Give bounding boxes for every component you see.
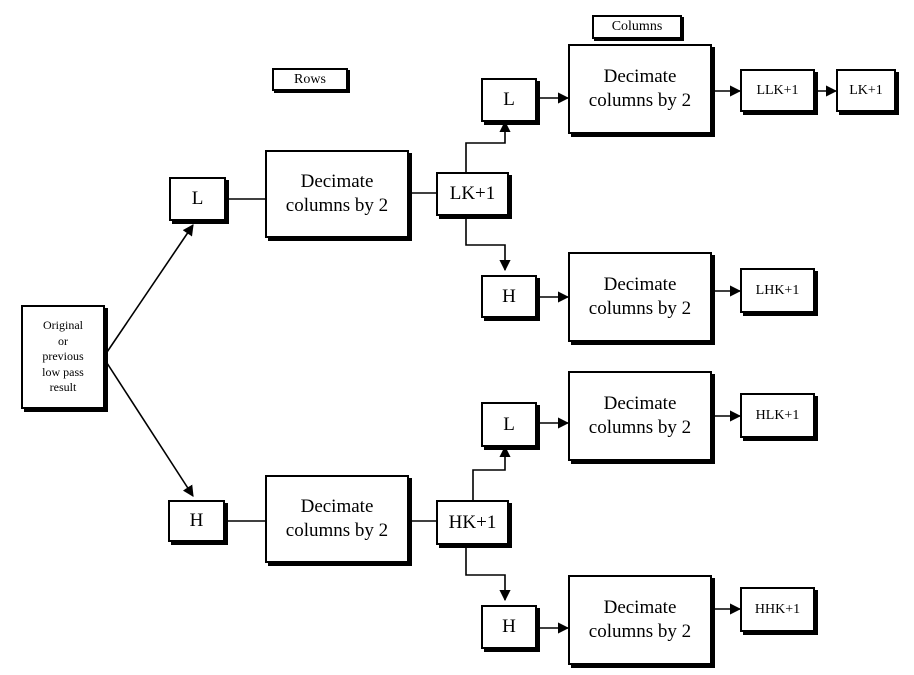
- high-pass-filter-h: H: [168, 500, 225, 542]
- arrow-hk1-to-l: [472, 445, 511, 500]
- input-label-line-2: or: [58, 333, 68, 348]
- input-label-line-5: result: [49, 380, 77, 395]
- next-level-lk1-box: LK+1: [836, 69, 896, 112]
- lk1-output-box: LK+1: [436, 172, 509, 216]
- hk1-output-box: HK+1: [436, 500, 509, 545]
- ll-low-pass-filter: L: [481, 78, 537, 122]
- input-label-line-3: previous: [42, 349, 84, 364]
- decimate-box-lh: Decimate columns by 2: [568, 252, 712, 342]
- decimate-box-bottom: Decimate columns by 2: [265, 475, 409, 563]
- lhk1-output-box: LHK+1: [740, 268, 815, 313]
- hlk1-output-box: HLK+1: [740, 393, 815, 438]
- decimate-box-ll: Decimate columns by 2: [568, 44, 712, 134]
- input-label-line-4: low pass: [42, 364, 84, 379]
- decimate-box-hl: Decimate columns by 2: [568, 371, 712, 461]
- input-image-block: Original or previous low pass result: [21, 305, 105, 409]
- arrow-lk1-to-h: [465, 216, 511, 272]
- arrow-hk1-to-h: [465, 545, 511, 602]
- hhk1-output-box: HHK+1: [740, 587, 815, 632]
- arrow-input-to-h: [104, 359, 194, 497]
- lh-high-pass-filter: H: [481, 275, 537, 318]
- arrow-input-to-l: [104, 224, 194, 356]
- llk1-output-box: LLK+1: [740, 69, 815, 112]
- input-label-line-1: Original: [43, 318, 83, 333]
- columns-label: Columns: [592, 15, 682, 39]
- arrow-lk1-to-l: [465, 120, 511, 172]
- low-pass-filter-l: L: [169, 177, 226, 221]
- hh-high-pass-filter: H: [481, 605, 537, 649]
- hl-low-pass-filter: L: [481, 402, 537, 447]
- rows-label: Rows: [272, 68, 348, 91]
- decimate-box-hh: Decimate columns by 2: [568, 575, 712, 665]
- decimate-box-top: Decimate columns by 2: [265, 150, 409, 238]
